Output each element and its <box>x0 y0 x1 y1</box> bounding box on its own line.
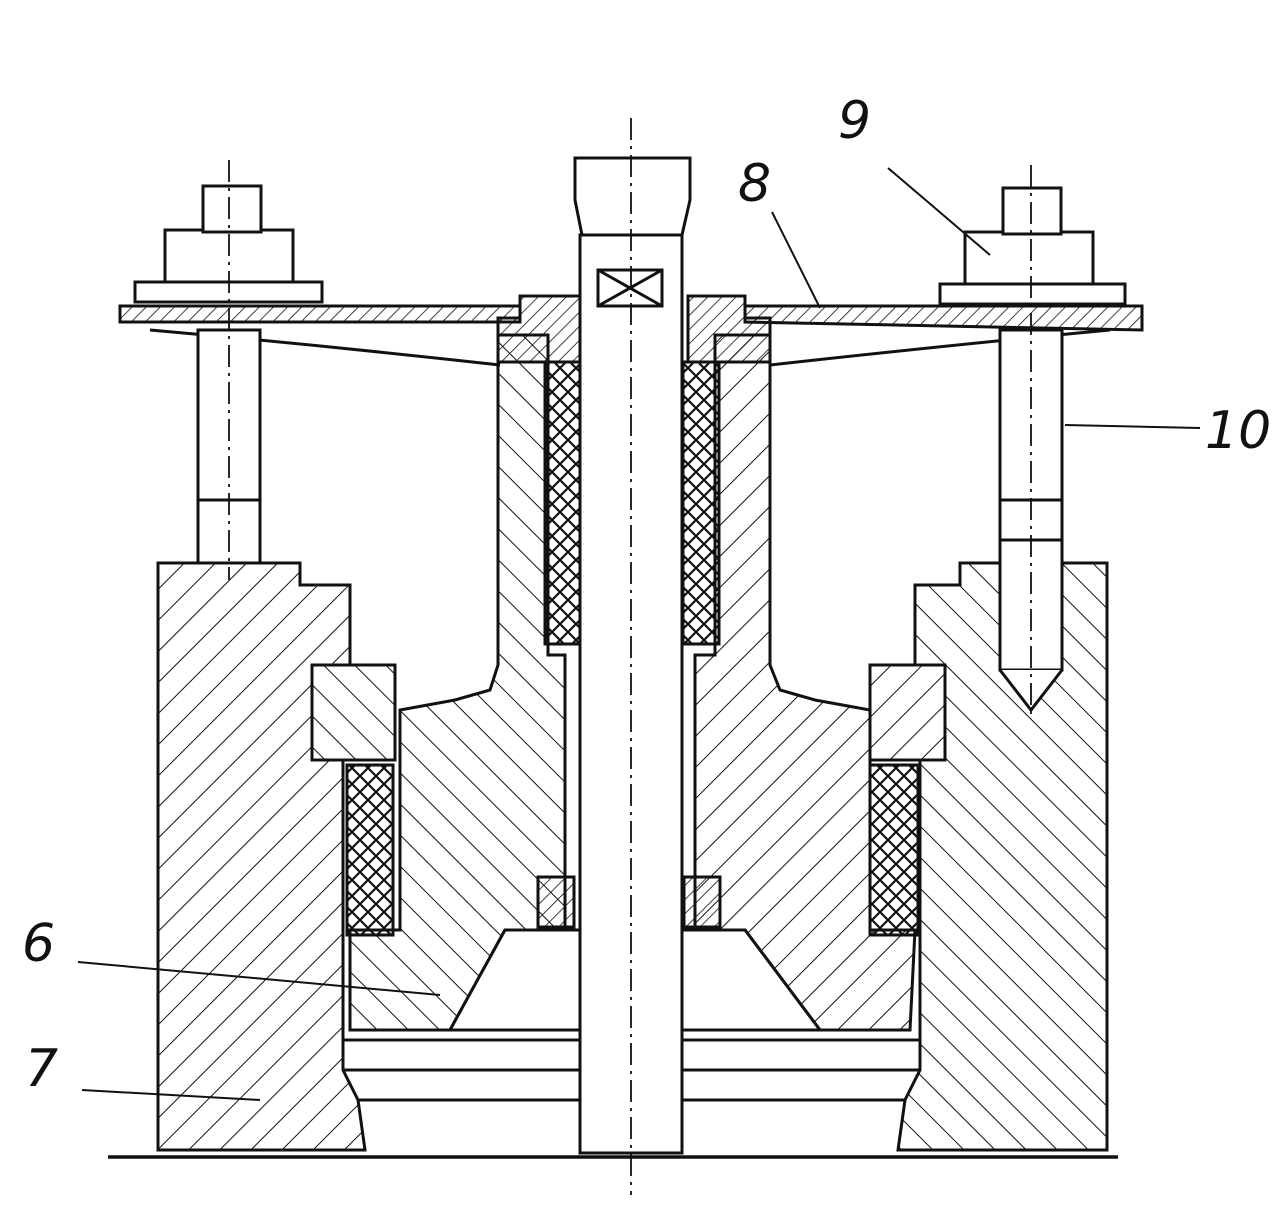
shaft-head <box>573 156 692 237</box>
callout-7: 7 <box>25 1039 59 1099</box>
nut-right-top <box>1001 186 1063 236</box>
pressure-plate-right <box>743 304 1144 332</box>
callout-8: 8 <box>738 154 772 214</box>
gland-sleeve-right <box>693 333 917 1032</box>
leader-9 <box>887 167 991 256</box>
leader-10 <box>1064 424 1201 429</box>
packing-upper-left <box>543 360 583 646</box>
gland-sleeve-left <box>348 333 567 1032</box>
callout-10: 10 <box>1205 401 1272 461</box>
callout-9: 9 <box>838 91 872 151</box>
housing-inner-step-right <box>868 663 947 762</box>
leader-7 <box>81 1089 261 1101</box>
packing-upper-right <box>681 360 721 646</box>
callout-6: 6 <box>22 914 56 974</box>
leader-6 <box>77 961 441 996</box>
housing-inner-step-left <box>310 663 397 762</box>
nut-right <box>963 230 1095 286</box>
lantern-ring-left <box>536 875 576 929</box>
leader-8 <box>771 211 821 309</box>
packing-lower-left <box>345 763 395 937</box>
packing-lower-right <box>868 763 920 937</box>
housing-left <box>156 561 367 1152</box>
lantern-ring-right <box>682 875 722 929</box>
nut-left-top <box>201 184 263 234</box>
washer-right <box>938 282 1127 306</box>
pressure-plate <box>118 304 522 324</box>
